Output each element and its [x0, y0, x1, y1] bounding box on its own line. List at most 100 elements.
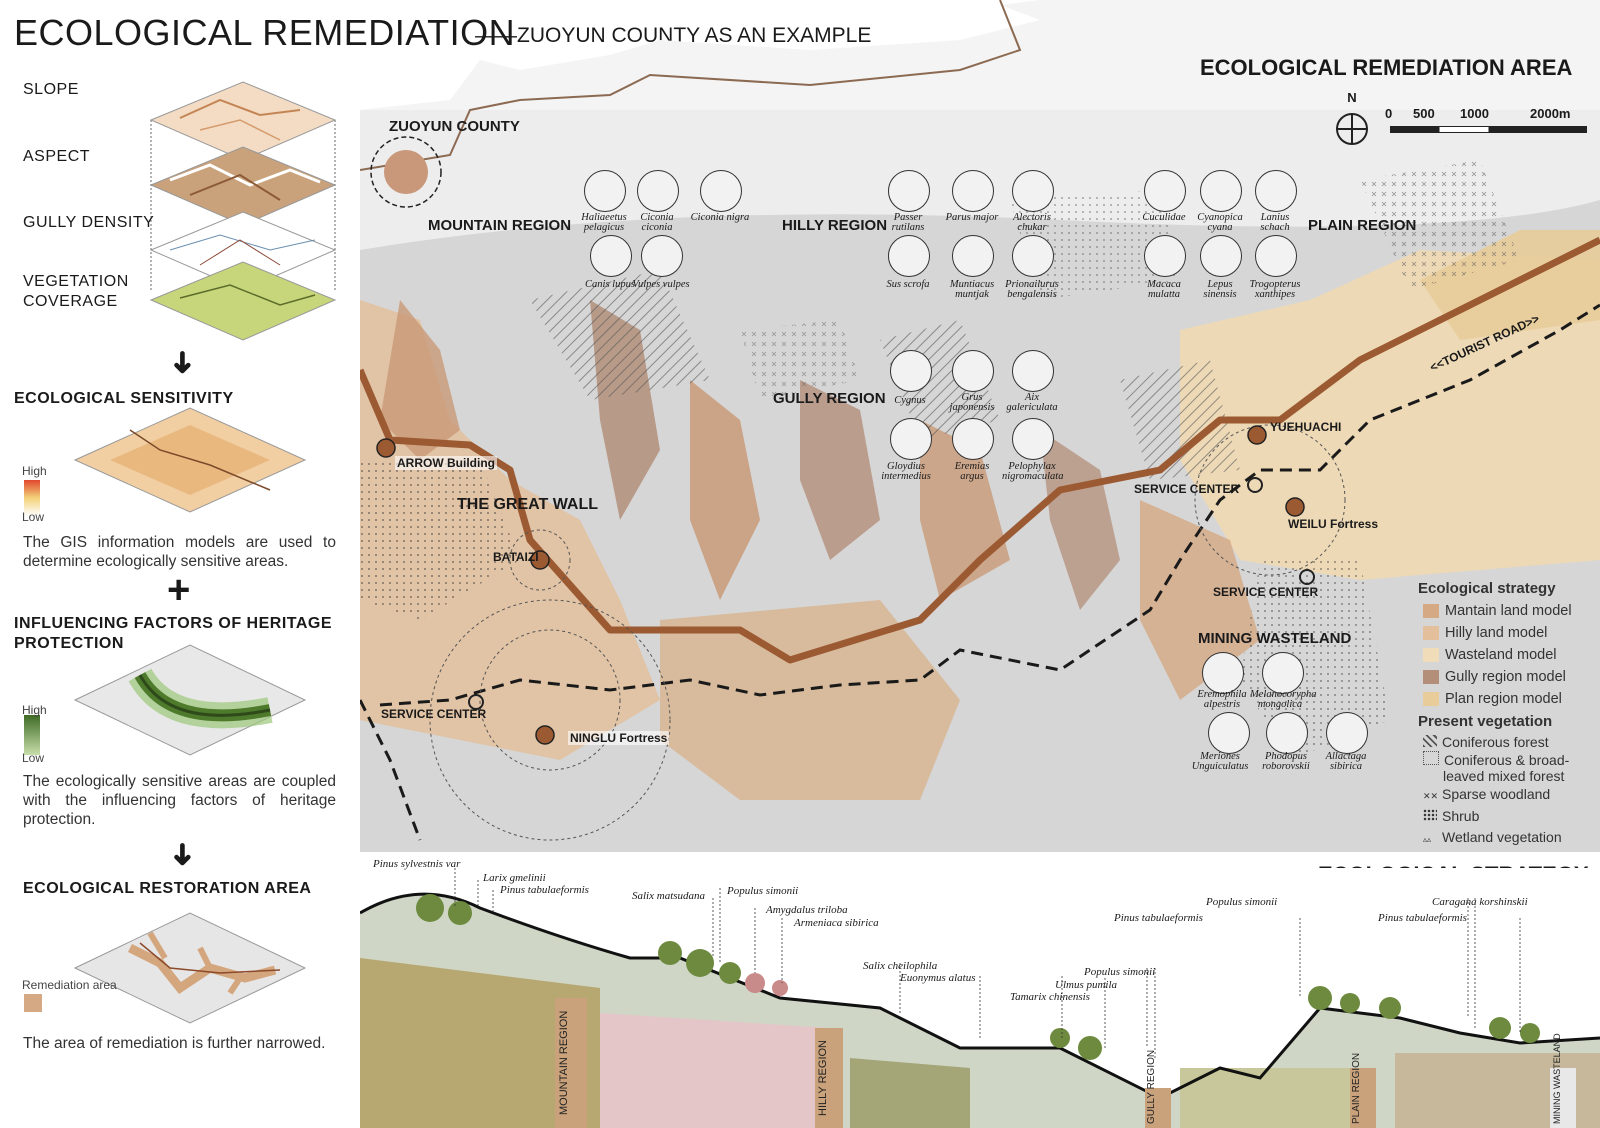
species-label: Cyanopica cyana — [1197, 212, 1243, 233]
mixed-swatch — [1423, 751, 1439, 765]
legend-item: Shrub — [1423, 806, 1569, 827]
duck-icon — [1012, 350, 1054, 392]
species-label: Sus scrofa — [886, 279, 930, 290]
heritage-low-label: Low — [22, 751, 45, 765]
legend-label: Mantain land model — [1445, 603, 1572, 619]
plant-label: Populus simonii — [727, 885, 799, 897]
plus-icon: + — [167, 568, 191, 612]
plant-label: Pinus sylvestnis var — [373, 858, 461, 870]
plant-label: Pinus tabulaeformis — [1114, 912, 1203, 924]
species-label: Eremophila alpestris — [1197, 689, 1247, 710]
species-label: Phodopus roborovskii — [1262, 751, 1310, 772]
arrow-building-label: ARROW Building — [395, 456, 497, 470]
region-tag-gully: GULLY REGION — [1146, 1049, 1157, 1124]
bataizi-label: BATAIZI — [493, 550, 539, 564]
heritage-color-scale — [24, 715, 40, 755]
legend-item: Coniferous forest — [1423, 732, 1569, 750]
cross-swatch: ✕✕ — [1423, 791, 1439, 801]
influencing-heading-line1: INFLUENCING FACTORS OF HERITAGE — [14, 615, 333, 632]
region-tag-hilly: HILLY REGION — [817, 1039, 829, 1116]
species-label: Prionailurus bengalensis — [1005, 279, 1059, 300]
restoration-area-map — [73, 912, 307, 1024]
scale-high-label: High — [22, 464, 47, 478]
scale-2000m: 2000m — [1530, 106, 1571, 121]
service-center-3-label: SERVICE CENTER — [1213, 585, 1319, 599]
magpie-icon — [1200, 170, 1242, 212]
remediation-swatch — [24, 994, 42, 1012]
vegetation-legend-heading: Present vegetation — [1418, 713, 1553, 730]
layer-slope-label: SLOPE — [23, 81, 79, 98]
layer-gully-label: GULLY DENSITY — [23, 214, 155, 231]
map-title: ECOLOGICAL REMEDIATION AREA — [1200, 55, 1573, 80]
species-label: Melanocorypha mongolica — [1250, 689, 1317, 710]
partridge-icon — [1012, 170, 1054, 212]
scale-500: 500 — [1413, 106, 1435, 121]
remediation-map — [360, 0, 1600, 852]
strategy-legend-heading: Ecological strategy — [1418, 580, 1556, 597]
north-label: N — [1347, 90, 1357, 105]
species-label: Passer rutilans — [891, 212, 925, 233]
fox-icon — [641, 235, 683, 277]
species-label: Trogopterus xanthipes — [1249, 279, 1301, 300]
crane-icon — [952, 350, 994, 392]
legend-swatch — [1423, 670, 1439, 684]
species-label: Alectoris chukar — [1013, 212, 1051, 233]
species-label: Ciconia ciconia — [640, 212, 674, 233]
plant-label: Tamarix chinensis — [1010, 991, 1090, 1003]
species-label: Lepus sinensis — [1203, 279, 1237, 300]
plant-label: Salix cheilophila — [863, 960, 938, 972]
sensitivity-map — [73, 407, 307, 513]
legend-item: Coniferous & broad- — [1423, 750, 1569, 768]
layer-vegetation-label: VEGETATION — [23, 273, 129, 290]
legend-label: Gully region model — [1445, 669, 1566, 685]
plant-label: Caragana korshinskii — [1432, 896, 1528, 908]
layer-aspect-label: ASPECT — [23, 148, 91, 165]
wolf-icon — [590, 235, 632, 277]
plant-label: Salix matsudana — [632, 890, 706, 902]
arrow-down-icon: ➜ — [166, 349, 200, 376]
species-label: Gloydius intermedius — [881, 461, 931, 482]
legend-label: Hilly land model — [1445, 625, 1548, 641]
eagle-icon — [584, 170, 626, 212]
leopard-cat-icon — [1012, 235, 1054, 277]
scale-bar — [1390, 126, 1587, 133]
scale-0: 0 — [1385, 106, 1393, 121]
page-title: ECOLOGICAL REMEDIATION — [14, 12, 516, 53]
service-center-2-label: SERVICE CENTER — [1134, 482, 1240, 496]
legend-label: Coniferous forest — [1442, 734, 1549, 750]
ninglu-fortress-label: NINGLU Fortress — [568, 731, 670, 745]
dots-swatch — [1423, 809, 1437, 821]
page-subtitle: ——ZUOYUN COUNTY AS AN EXAMPLE — [475, 24, 872, 47]
legend-item: ✕✕Sparse woodland — [1423, 784, 1569, 806]
weilu-fortress-label: WEILU Fortress — [1288, 517, 1379, 531]
legend-label: Shrub — [1442, 808, 1480, 824]
region-tag-plain: PLAIN REGION — [1351, 1052, 1362, 1124]
hamster-icon — [1266, 712, 1308, 754]
plain-region-label: PLAIN REGION — [1308, 217, 1417, 234]
scale-low-label: Low — [22, 510, 45, 524]
service-center-1-label: SERVICE CENTER — [381, 707, 487, 721]
hare-icon — [1200, 235, 1242, 277]
hatch-swatch — [1423, 735, 1437, 747]
triangle-swatch: ▵▵ — [1423, 835, 1432, 844]
remediation-area-label: Remediation area — [22, 978, 117, 992]
legend-label: Sparse woodland — [1442, 786, 1551, 802]
snake-icon — [890, 418, 932, 460]
heritage-factors-map — [73, 644, 307, 756]
black-stork-icon — [700, 170, 742, 212]
macaque-icon — [1144, 235, 1186, 277]
species-label: Aix galericulata — [1006, 392, 1058, 413]
region-tag-mountain: MOUNTAIN REGION — [558, 1010, 570, 1115]
section-profile — [360, 868, 1600, 1128]
plant-label: Pinus tabulaeformis — [1378, 912, 1467, 924]
legend-item-gully: Gully region model — [1423, 666, 1572, 688]
sparrow-icon — [888, 170, 930, 212]
lark-icon — [1202, 652, 1244, 694]
species-label: Grus japonensis — [949, 392, 995, 413]
zuoyun-county-label: ZUOYUN COUNTY — [389, 118, 520, 135]
gerbil-icon — [1208, 712, 1250, 754]
legend-label: Plan region model — [1445, 691, 1562, 707]
legend-swatch — [1423, 626, 1439, 640]
frog-icon — [1012, 418, 1054, 460]
species-label: Canis lupus — [585, 279, 635, 290]
